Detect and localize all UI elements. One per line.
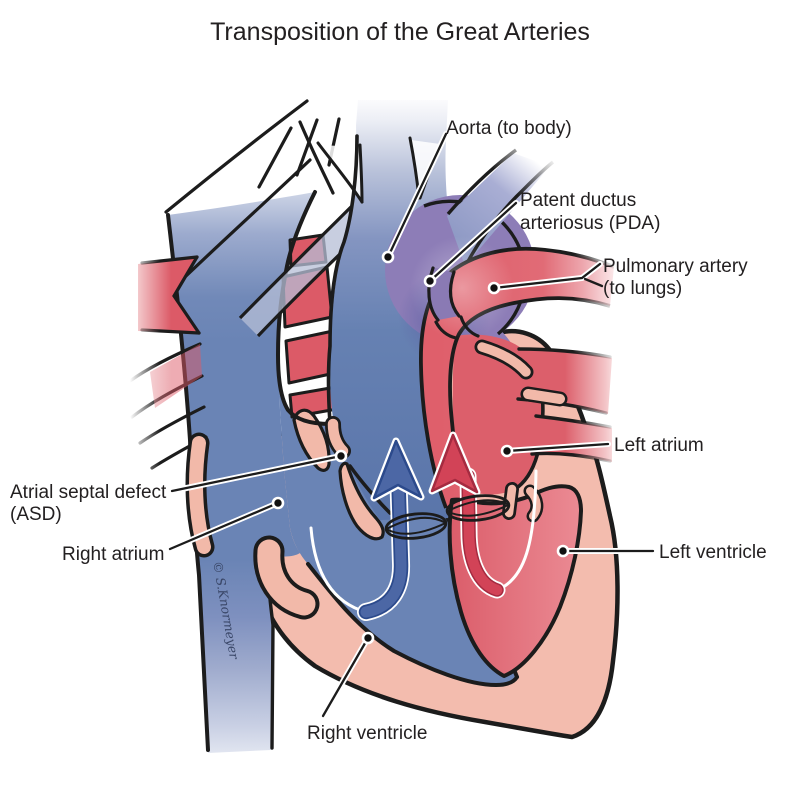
tricuspid-hook [253,535,320,620]
atrial-septum [325,416,385,541]
label-pda: Patent ductus arteriosus (PDA) [520,190,660,234]
label-right-ventricle: Right ventricle [307,723,427,744]
label-aorta: Aorta (to body) [446,118,572,139]
label-pda-line2: arteriosus (PDA) [520,213,660,234]
vein-twig [298,120,335,195]
blue-flow-arrow [309,437,425,621]
ra-roof-pink-wedge [292,408,331,472]
red-flow-arrow [428,431,538,599]
label-ra-text: Right atrium [62,544,164,565]
aortic-valve [384,512,448,540]
label-la-text: Left atrium [614,435,704,456]
label-asd: Atrial septal defect (ASD) [10,482,167,525]
pulmonary-valve [445,494,511,522]
ra-appendage [185,432,215,558]
label-pa-line2: (to lungs) [603,278,682,299]
label-lv-text: Left ventricle [659,542,767,563]
label-right-atrium: Right atrium [62,544,164,565]
ductus-arteriosus [427,266,480,340]
label-pa-line1: Pulmonary artery [603,256,748,277]
left-pulmonary-vessels [128,255,208,470]
label-aorta-text: Aorta (to body) [446,118,572,139]
label-asd-line2: (ASD) [10,504,62,525]
label-rv-text: Right ventricle [307,723,427,744]
label-pda-line1: Patent ductus [520,190,636,211]
leader-dots [271,250,570,645]
vein-twig [257,126,293,189]
label-pulmonary-artery: Pulmonary artery (to lungs) [603,256,748,299]
label-left-atrium: Left atrium [614,435,704,456]
page-title: Transposition of the Great Arteries [210,18,590,46]
label-asd-line1: Atrial septal defect [10,482,167,503]
vein-twig [295,118,319,177]
pulmonary-veins [474,339,612,463]
label-left-ventricle: Left ventricle [659,542,767,563]
leader-lines [167,131,656,719]
